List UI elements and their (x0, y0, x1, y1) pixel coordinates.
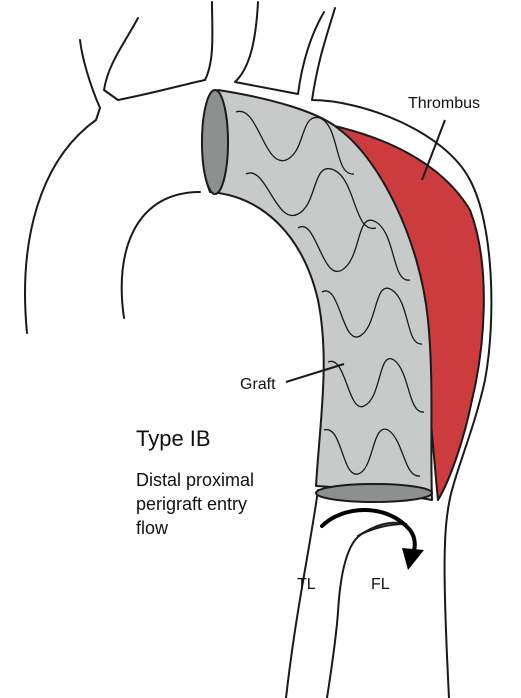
graft-label: Graft (240, 376, 276, 393)
flow-arrowhead (402, 548, 424, 570)
graft-distal-end (315, 483, 433, 503)
thrombus-leader-line (421, 119, 446, 181)
distal-aortic-walls (285, 489, 407, 698)
thrombus-label: Thrombus (408, 95, 481, 112)
graft-proximal-end (201, 89, 229, 195)
description-line-1: Distal proximal (136, 470, 255, 490)
aortic-inner-wall (120, 191, 201, 319)
stent-wire-4 (321, 287, 423, 345)
graft-leader-line (285, 363, 345, 383)
false-lumen-label: FL (371, 576, 390, 593)
endoleak-description: Distal proximal perigraft entry flow (136, 468, 254, 540)
flow-arrow (320, 508, 417, 558)
description-line-2: perigraft entry (136, 494, 248, 514)
stent-wire-2 (245, 167, 377, 229)
stent-wire-6 (323, 428, 421, 477)
endoleak-type-heading: Type IB (136, 426, 211, 451)
stent-wire-3 (297, 219, 411, 281)
stent-wire-1 (235, 110, 355, 175)
description-line-3: flow (136, 518, 169, 538)
stent-wire-5 (327, 357, 425, 413)
true-lumen-label: TL (297, 576, 316, 593)
aortic-outer-wall (24, 1, 493, 698)
